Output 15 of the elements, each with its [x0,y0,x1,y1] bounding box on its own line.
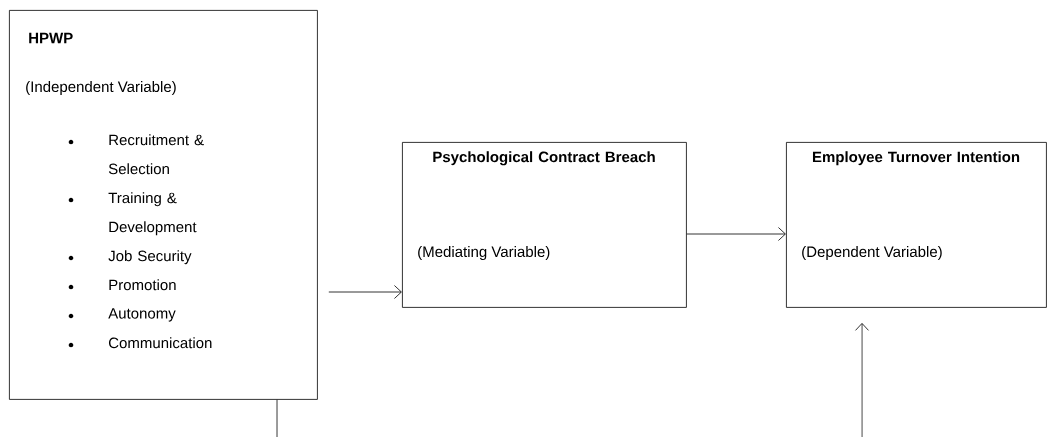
arrow [328,285,402,299]
list-item: Communication [68,337,212,349]
heading: Employee Turnover Intention [813,151,1020,166]
list-item: Autonomy [68,308,176,322]
variable-type: (Dependent Variable) [802,246,942,260]
list-item: Training & Development [68,192,197,236]
heading: HPWP [29,32,73,44]
variable-type: (Independent Variable) [26,81,176,95]
arrow [855,323,869,437]
list-item: Job Security [68,250,192,265]
list-item: Recruitment & Selection [68,134,204,175]
variable-type: (Mediating Variable) [418,246,550,260]
heading: Psychological Contract Breach [433,151,655,166]
list-item: Promotion [68,279,176,291]
arrow [686,227,786,241]
